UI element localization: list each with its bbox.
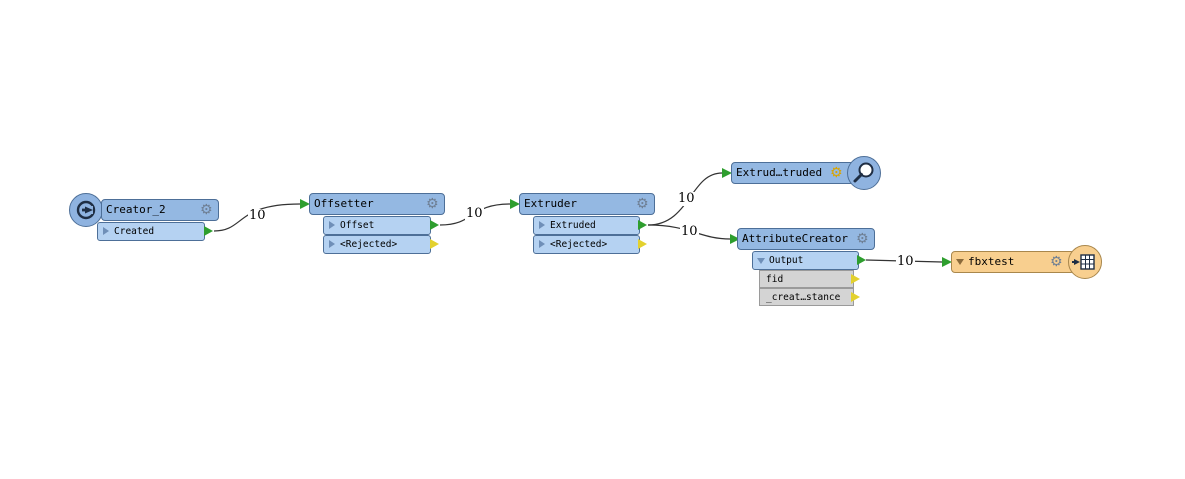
feature-count-label: 10 [465, 206, 484, 221]
port-label: Created [114, 226, 155, 237]
attribute-creation-instance[interactable]: _creat…stance [759, 288, 854, 306]
node-title: fbxtest [968, 255, 1015, 268]
feature-count-label: 10 [680, 224, 699, 239]
inspector-header[interactable]: Extrud…truded [731, 162, 857, 184]
output-connector[interactable] [857, 255, 866, 265]
output-connector[interactable] [638, 220, 647, 230]
feature-count-label: 10 [677, 191, 696, 206]
output-connector[interactable] [204, 226, 213, 236]
node-title: Extrud…truded [736, 166, 823, 179]
output-port-output[interactable]: Output [752, 251, 859, 270]
gear-icon[interactable]: ⚙ [636, 196, 649, 212]
port-label: <Rejected> [340, 239, 398, 250]
attribute-connector[interactable] [851, 274, 860, 284]
expand-triangle-icon [539, 240, 545, 248]
output-port-offset[interactable]: Offset [323, 216, 431, 235]
writer-header[interactable]: fbxtest [951, 251, 1075, 273]
output-port-created[interactable]: Created [97, 222, 205, 241]
node-title: AttributeCreator [742, 232, 848, 245]
attribute-label: _creat…stance [766, 292, 841, 303]
port-label: <Rejected> [550, 239, 608, 250]
port-label: Extruded [550, 220, 596, 231]
output-port-rejected[interactable]: <Rejected> [323, 235, 431, 254]
port-label: Output [769, 255, 804, 266]
port-label: Offset [340, 220, 375, 231]
node-title: Extruder [524, 197, 577, 210]
collapse-triangle-icon [956, 259, 964, 265]
collapse-triangle-icon [757, 258, 765, 264]
node-title: Offsetter [314, 197, 374, 210]
output-port-extruded[interactable]: Extruded [533, 216, 640, 235]
gear-icon[interactable]: ⚙ [830, 165, 843, 181]
expand-triangle-icon [329, 221, 335, 229]
expand-triangle-icon [539, 221, 545, 229]
output-port-rejected[interactable]: <Rejected> [533, 235, 640, 254]
output-connector-unconnected[interactable] [638, 239, 647, 249]
table-icon[interactable] [1068, 245, 1102, 279]
expand-triangle-icon [103, 227, 109, 235]
gear-icon[interactable]: ⚙ [200, 202, 213, 218]
attribute-creator-header[interactable]: AttributeCreator [737, 228, 875, 250]
magnifier-icon[interactable] [847, 156, 881, 190]
attribute-label: fid [766, 274, 784, 285]
output-connector-unconnected[interactable] [430, 239, 439, 249]
attribute-connector[interactable] [851, 292, 860, 302]
expand-triangle-icon [329, 240, 335, 248]
creator-header[interactable]: Creator_2 [101, 199, 219, 221]
offsetter-header[interactable]: Offsetter [309, 193, 445, 215]
gear-icon[interactable]: ⚙ [1050, 254, 1063, 270]
gear-icon[interactable]: ⚙ [426, 196, 439, 212]
node-title: Creator_2 [106, 203, 166, 216]
attribute-fid[interactable]: fid [759, 270, 854, 288]
feature-count-label: 10 [248, 208, 267, 223]
extruder-header[interactable]: Extruder [519, 193, 655, 215]
gear-icon[interactable]: ⚙ [856, 231, 869, 247]
output-connector[interactable] [430, 220, 439, 230]
feature-count-label: 10 [896, 254, 915, 269]
